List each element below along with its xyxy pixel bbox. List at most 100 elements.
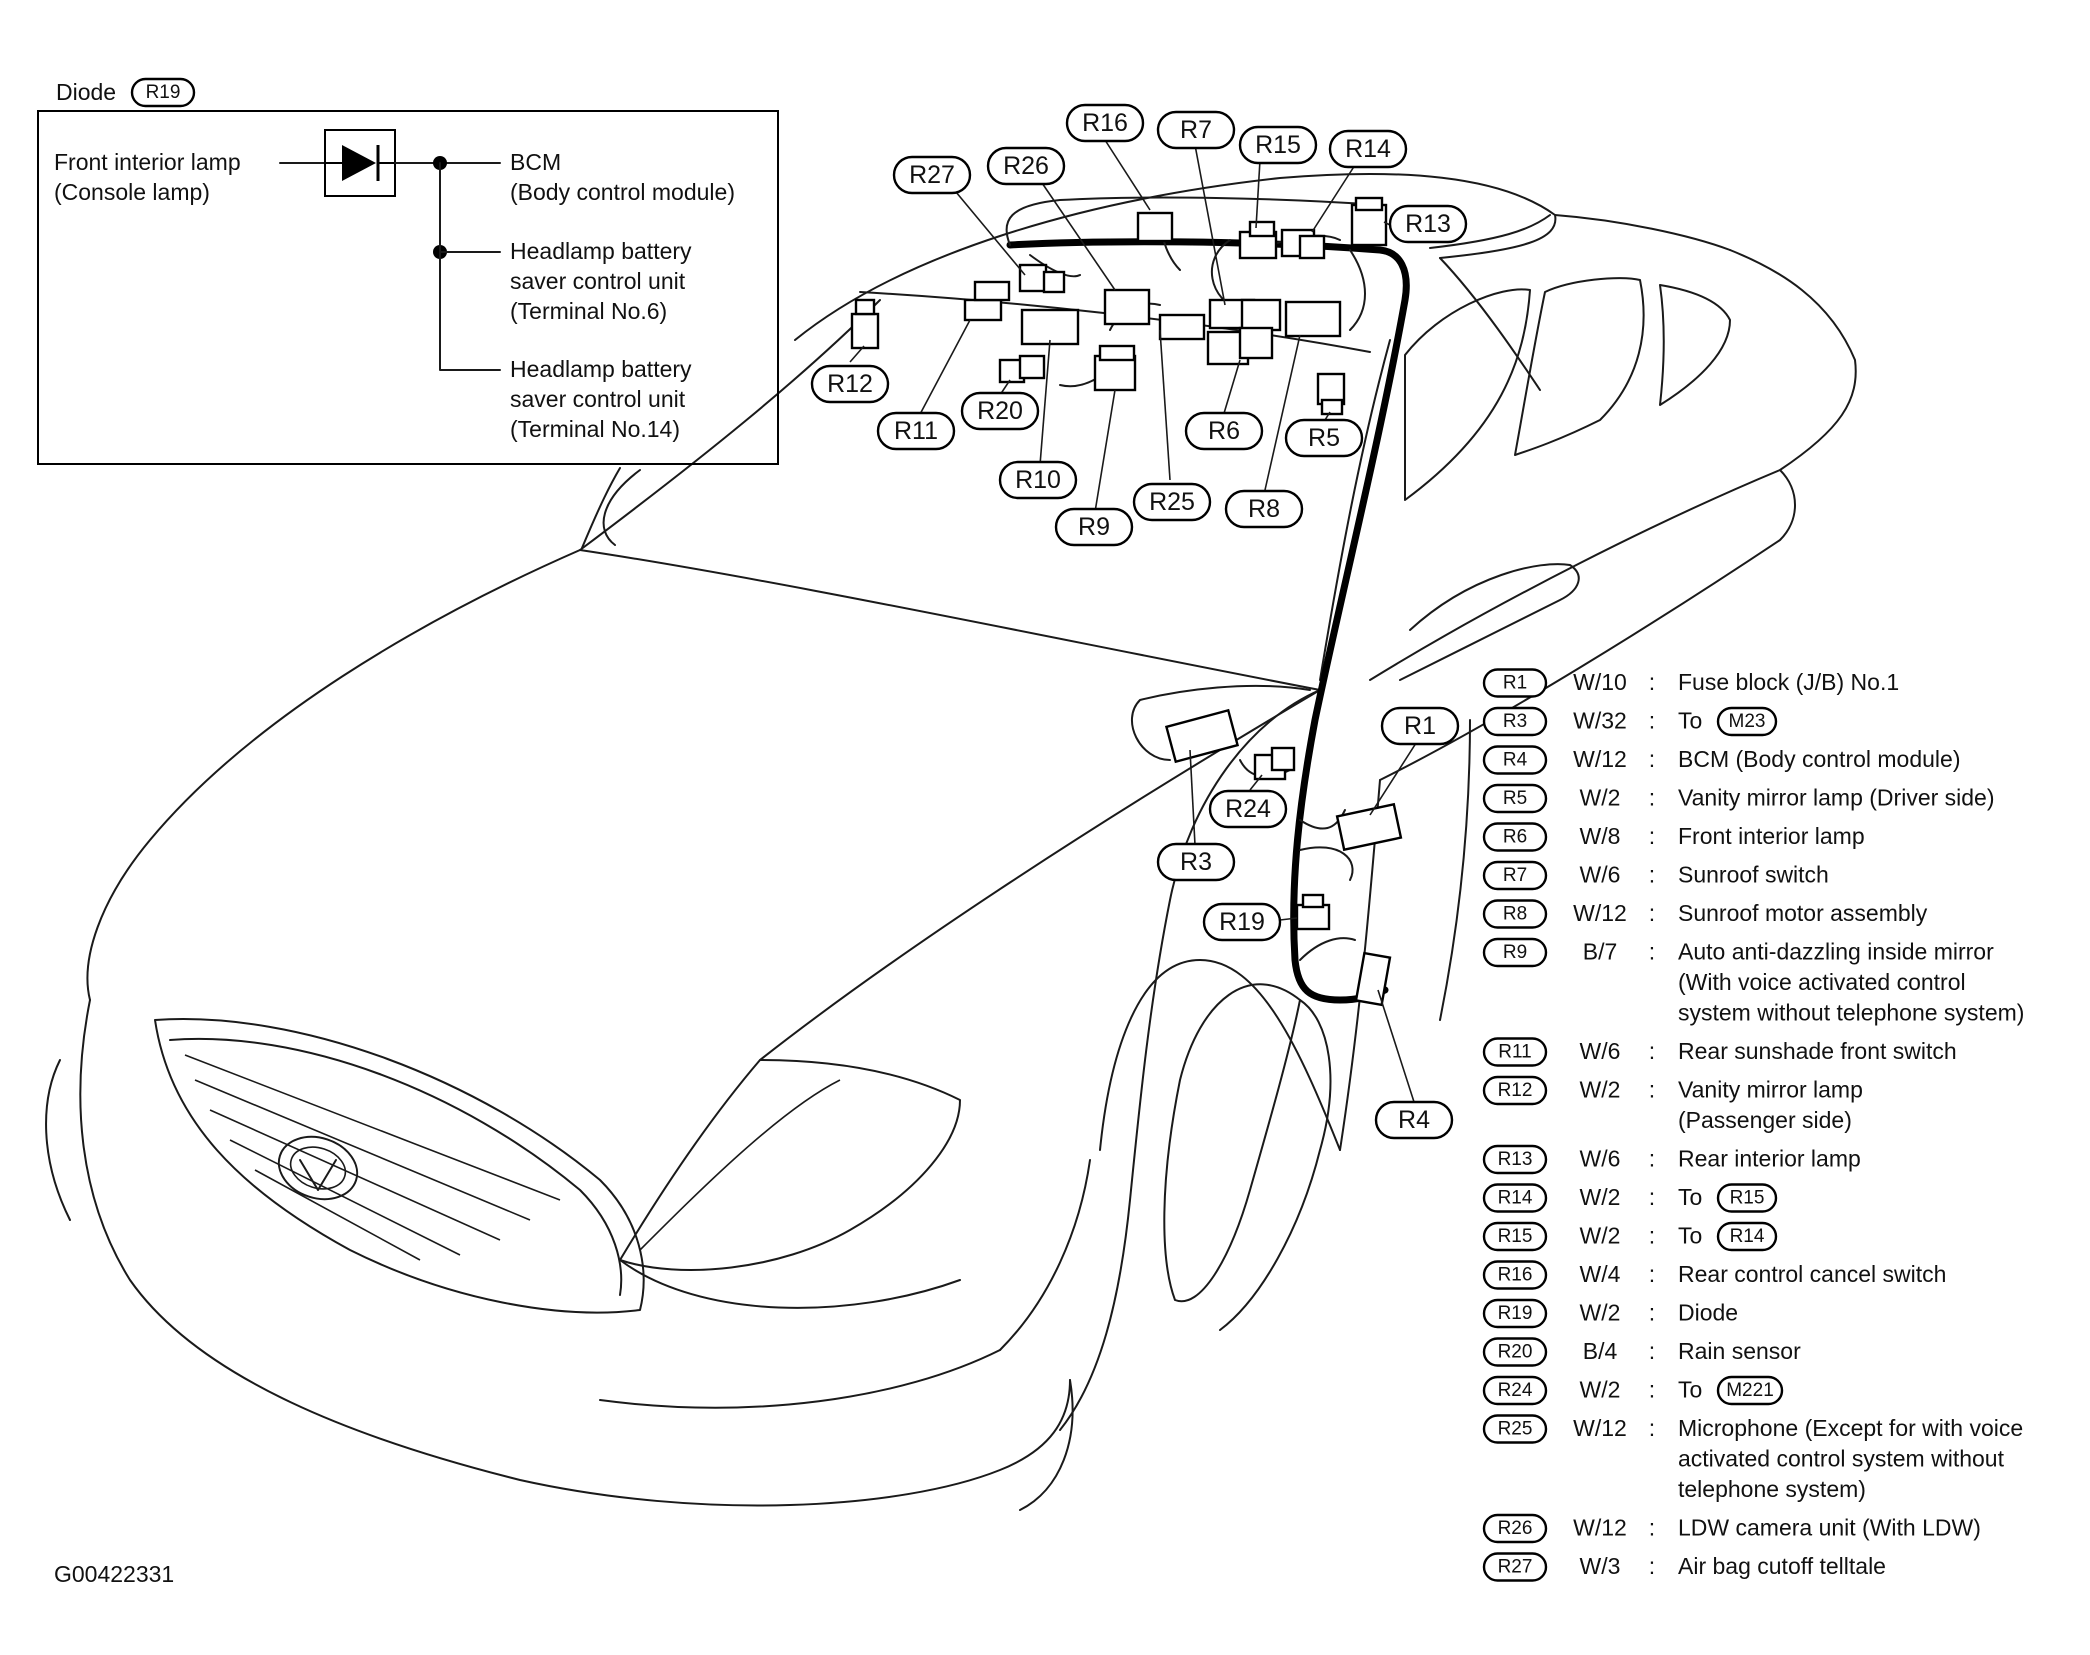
legend-description: Rain sensor xyxy=(1678,1338,1801,1364)
connector-r10 xyxy=(1020,308,1080,346)
legend-separator: : xyxy=(1649,669,1655,695)
figure-id: G00422331 xyxy=(54,1561,174,1587)
legend-code-badge xyxy=(1482,783,1548,814)
legend-description: Air bag cutoff telltale xyxy=(1678,1553,1886,1579)
legend-code-badge xyxy=(1482,822,1548,852)
connector-r1 xyxy=(1335,802,1403,852)
connector-r16 xyxy=(1136,211,1174,243)
legend-code-badge xyxy=(1482,1221,1548,1252)
legend-code-badge xyxy=(1482,1075,1548,1106)
diode-output-term6-2: saver control unit xyxy=(510,268,686,294)
connector-r24 xyxy=(1253,746,1296,781)
diode-title-ref: R19 xyxy=(130,77,196,108)
callout-labels: R16 R7 R15 R14 R27 R26 R13 R12 R20 R11 R… xyxy=(810,103,1468,1140)
legend-separator: : xyxy=(1649,1377,1655,1403)
callout-r12-text: R12 xyxy=(827,370,873,398)
legend-description: Auto anti-dazzling inside mirror xyxy=(1678,939,1994,965)
legend-separator: : xyxy=(1649,862,1655,888)
connector-r6 xyxy=(1206,326,1274,366)
callout-r27-text: R27 xyxy=(909,161,955,189)
diode-title-ref-text: R19 xyxy=(146,82,181,103)
callout-r12: R12 xyxy=(810,364,890,404)
legend-code-badge xyxy=(1482,706,1548,737)
callout-r4-text: R4 xyxy=(1398,1106,1430,1134)
legend-ref-badge xyxy=(1716,706,1778,737)
callout-r26: R26 xyxy=(986,146,1066,186)
legend-description: (Passenger side) xyxy=(1678,1107,1852,1133)
legend-wire: W/12 xyxy=(1573,746,1627,772)
legend-wire: W/8 xyxy=(1580,823,1621,849)
legend-description: Front interior lamp xyxy=(1678,823,1865,849)
legend-separator: : xyxy=(1649,1261,1655,1287)
legend-wire: W/12 xyxy=(1573,900,1627,926)
callout-r3: R3 xyxy=(1156,842,1236,882)
legend-code-badge xyxy=(1482,1298,1548,1329)
legend-wire: W/2 xyxy=(1580,1223,1621,1249)
callout-r7: R7 xyxy=(1156,110,1236,150)
legend-separator: : xyxy=(1649,1300,1655,1326)
legend-code: R15 xyxy=(1498,1226,1533,1247)
legend-description: Diode xyxy=(1678,1300,1738,1326)
legend-separator: : xyxy=(1649,785,1655,811)
legend-separator: : xyxy=(1649,1038,1655,1064)
legend-code-badge xyxy=(1482,1375,1548,1406)
legend-wire: W/12 xyxy=(1573,1415,1627,1441)
legend-code: R8 xyxy=(1503,904,1527,925)
callout-r5-text: R5 xyxy=(1308,424,1340,452)
legend-code: R14 xyxy=(1498,1188,1533,1209)
callout-r15-text: R15 xyxy=(1255,131,1301,159)
legend-wire: W/10 xyxy=(1573,669,1627,695)
connector-r3 xyxy=(1164,708,1240,764)
legend-description: Vanity mirror lamp (Driver side) xyxy=(1678,785,1995,811)
legend-code: R5 xyxy=(1503,788,1527,809)
callout-r14: R14 xyxy=(1328,129,1408,169)
legend-description: To xyxy=(1678,708,1702,734)
legend-wire: W/12 xyxy=(1573,1515,1627,1541)
legend-ref: M221 xyxy=(1726,1380,1774,1401)
callout-r6-text: R6 xyxy=(1208,417,1240,445)
legend-description: system without telephone system) xyxy=(1678,1000,2024,1026)
callout-r27: R27 xyxy=(892,155,972,195)
diode-output-term14-1: Headlamp battery xyxy=(510,356,692,382)
legend-wire: W/2 xyxy=(1580,1300,1621,1326)
legend-wire: W/2 xyxy=(1580,1184,1621,1210)
legend-code-badge xyxy=(1482,1552,1548,1582)
legend-code: R11 xyxy=(1498,1042,1531,1063)
legend-description: Rear interior lamp xyxy=(1678,1146,1861,1172)
legend-ref: R15 xyxy=(1730,1188,1765,1209)
legend-wire: W/2 xyxy=(1580,1077,1621,1103)
legend-code: R13 xyxy=(1498,1149,1533,1170)
callout-r20: R20 xyxy=(960,391,1040,431)
connector-r13 xyxy=(1350,196,1388,247)
diode-input-line1: Front interior lamp xyxy=(54,149,241,175)
diode-output-term14-3: (Terminal No.14) xyxy=(510,416,680,442)
legend-code: R6 xyxy=(1503,827,1527,848)
connector-r7 xyxy=(1208,298,1282,332)
legend-description: BCM (Body control module) xyxy=(1678,746,1961,772)
connector-r25 xyxy=(1158,313,1206,341)
legend-code: R4 xyxy=(1503,750,1528,771)
legend-wire: W/2 xyxy=(1580,1377,1621,1403)
connector-r20 xyxy=(998,354,1046,384)
connector-r19 xyxy=(1295,893,1331,931)
legend-separator: : xyxy=(1649,1077,1655,1103)
callout-r3-text: R3 xyxy=(1180,848,1212,876)
legend-ref-badge xyxy=(1716,1375,1784,1406)
connector-r8 xyxy=(1284,300,1342,338)
diode-box-frame xyxy=(37,110,779,465)
callout-r24-text: R24 xyxy=(1225,795,1271,823)
legend-code: R24 xyxy=(1498,1380,1533,1401)
legend-wire: W/4 xyxy=(1580,1261,1621,1287)
legend-separator: : xyxy=(1649,900,1655,926)
